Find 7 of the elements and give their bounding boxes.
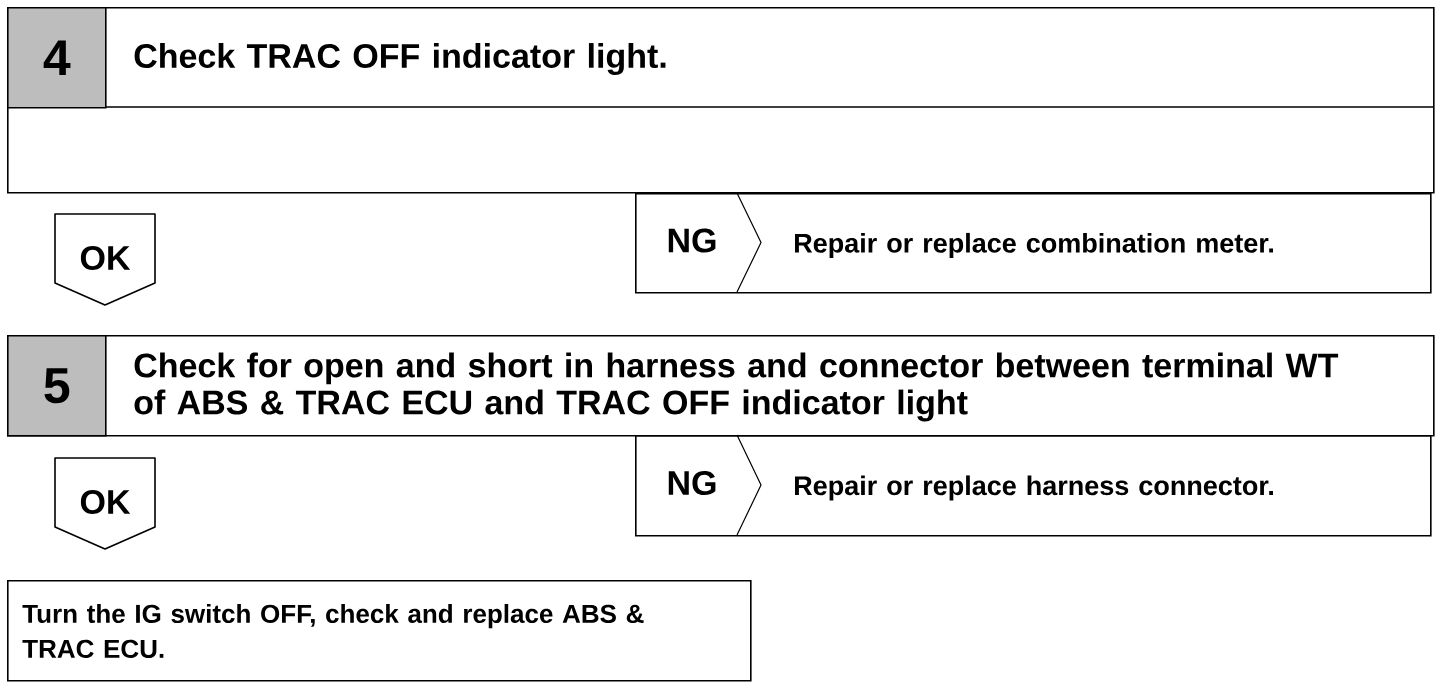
action-box: Turn the IG switch OFF, check and replace ABS & TRAC ECU. <box>7 580 752 682</box>
result-box: NG Repair or replace harness connector. <box>635 434 1432 537</box>
down-arrow-box: OK <box>54 457 156 550</box>
down-arrow-box: OK <box>54 213 156 306</box>
step-number-tile: 4 <box>7 7 107 109</box>
step-number-tile: 5 <box>7 335 107 437</box>
result-box: NG Repair or replace combination meter. <box>635 192 1432 294</box>
